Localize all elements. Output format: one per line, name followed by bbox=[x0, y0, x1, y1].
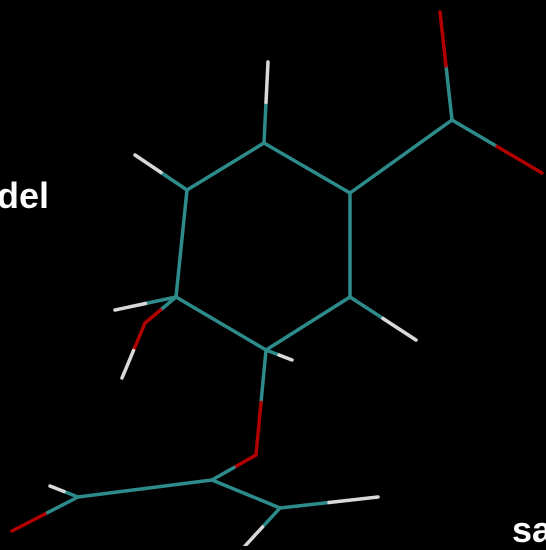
bond-11-half-1 bbox=[143, 308, 163, 325]
bond-7-half-0 bbox=[159, 170, 189, 192]
bond-18-half-0 bbox=[143, 478, 214, 491]
bond-5-half-1 bbox=[223, 141, 266, 169]
bond-10-half-1 bbox=[113, 301, 148, 312]
bond-14-half-0 bbox=[444, 64, 454, 122]
bond-3-half-0 bbox=[219, 321, 268, 352]
bond-6-half-0 bbox=[262, 100, 268, 145]
bond-6-half-1 bbox=[264, 60, 270, 105]
bond-0-half-1 bbox=[305, 166, 352, 195]
bond-9-half-0 bbox=[264, 348, 281, 357]
bond-14-half-1 bbox=[438, 10, 448, 68]
bond-8-half-0 bbox=[348, 295, 385, 321]
bond-19-half-0 bbox=[43, 495, 80, 516]
bond-12-half-0 bbox=[131, 321, 147, 353]
bond-13-half-1 bbox=[399, 118, 454, 159]
bond-21-half-1 bbox=[244, 492, 282, 510]
bond-7-half-1 bbox=[133, 153, 163, 175]
bond-4-half-1 bbox=[179, 188, 189, 246]
bond-12-half-1 bbox=[120, 348, 136, 380]
bond-23-half-1 bbox=[243, 525, 265, 546]
bond-21-half-0 bbox=[210, 478, 248, 496]
bond-15-half-1 bbox=[495, 144, 544, 175]
bond-23-half-0 bbox=[260, 506, 282, 529]
bond-5-half-0 bbox=[185, 164, 228, 192]
bond-19-half-1 bbox=[10, 512, 47, 533]
bond-17-half-1 bbox=[210, 465, 236, 482]
bond-11-half-0 bbox=[158, 295, 178, 312]
bond-8-half-1 bbox=[381, 316, 418, 342]
bond-13-half-0 bbox=[348, 154, 403, 195]
bond-16-half-1 bbox=[254, 400, 263, 457]
bond-22-half-1 bbox=[327, 495, 380, 505]
bond-2-half-0 bbox=[306, 295, 352, 326]
bond-10-half-0 bbox=[143, 295, 178, 306]
bond-0-half-0 bbox=[262, 141, 309, 170]
bond-4-half-0 bbox=[174, 241, 184, 299]
molecule-bonds bbox=[10, 10, 544, 546]
bond-18-half-1 bbox=[76, 486, 147, 499]
bond-20-half-0 bbox=[62, 489, 80, 499]
overlay-label-right: sa bbox=[512, 509, 546, 550]
bond-9-half-1 bbox=[277, 353, 294, 362]
bond-20-half-1 bbox=[48, 484, 66, 494]
bond-16-half-0 bbox=[259, 348, 268, 405]
overlay-label-left: del bbox=[0, 175, 50, 216]
bond-2-half-1 bbox=[264, 321, 310, 352]
bond-22-half-0 bbox=[278, 500, 331, 510]
bond-17-half-0 bbox=[232, 453, 258, 470]
bond-15-half-0 bbox=[450, 118, 499, 149]
bond-3-half-1 bbox=[174, 295, 223, 326]
